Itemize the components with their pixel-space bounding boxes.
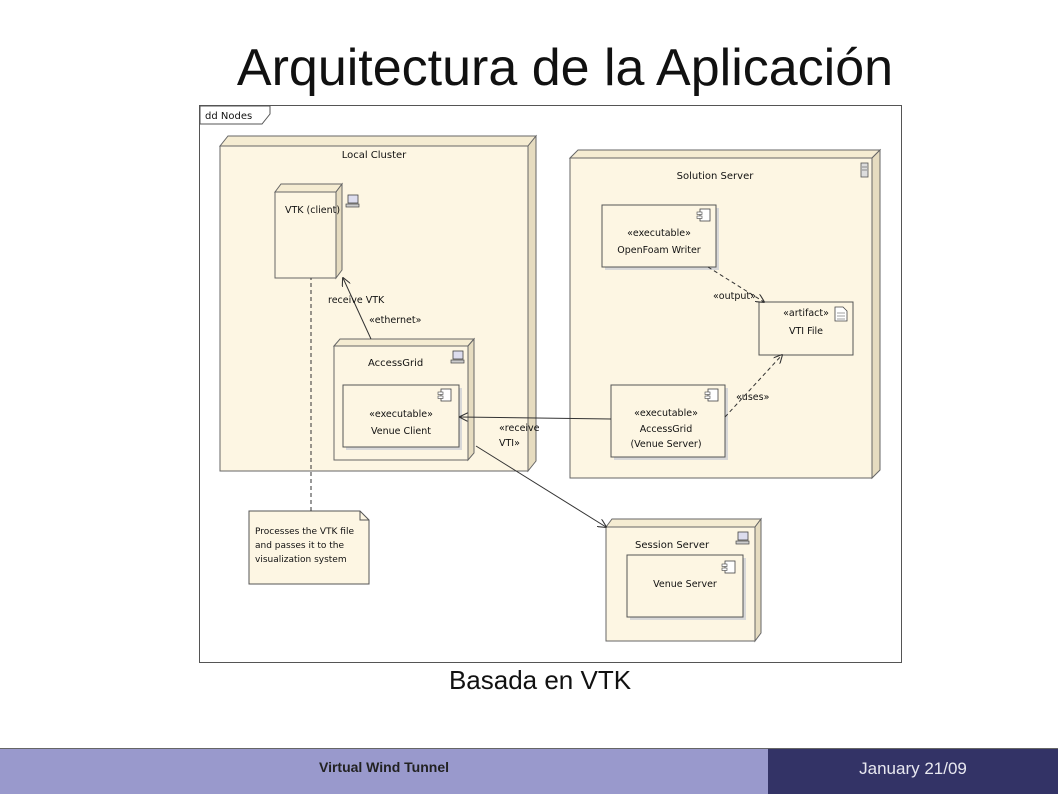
footer-right-bar: January 21/09: [768, 748, 1058, 794]
edge-output-label: «output»: [713, 291, 756, 302]
vtk-client-label: VTK (client): [285, 205, 340, 216]
footer-date: January 21/09: [859, 759, 967, 778]
slide-title: Arquitectura de la Aplicación: [236, 39, 894, 97]
computer-icon: [345, 194, 360, 208]
edge-uses-label: «uses»: [736, 392, 770, 403]
component-icon: [721, 560, 736, 574]
note-box: Processes the VTK file and passes it to …: [248, 510, 370, 585]
component-icon: [696, 208, 711, 222]
vti-file-stereotype: «artifact»: [783, 308, 829, 319]
note-line-2: and passes it to the: [255, 541, 345, 551]
component-accessgrid-venue-server[interactable]: «executable» AccessGrid (Venue Server): [610, 384, 728, 460]
document-icon: [834, 306, 848, 322]
footer-left-bar: Virtual Wind Tunnel: [0, 748, 768, 794]
edge-receive-vti-label-2: VTI»: [499, 438, 520, 449]
edge-receive-vtk-label: receive VTK: [328, 295, 385, 306]
edge-receive-vti: [460, 417, 612, 419]
server-icon: [860, 162, 869, 178]
note-line-1: Processes the VTK file: [255, 527, 354, 537]
component-openfoam-writer[interactable]: «executable» OpenFoam Writer: [601, 204, 719, 270]
venue-client-stereotype: «executable»: [369, 409, 433, 420]
diagram-canvas: dd Nodes Local Cluster Solution Server: [200, 106, 882, 643]
local-cluster-label: Local Cluster: [342, 150, 407, 161]
accessgrid-venue-name-2: (Venue Server): [630, 439, 701, 450]
frame-tab-label: dd Nodes: [205, 111, 252, 122]
vti-file-name: VTI File: [789, 326, 823, 337]
venue-client-name: Venue Client: [371, 426, 431, 437]
component-venue-server[interactable]: Venue Server: [626, 554, 746, 620]
footer-presentation-title: Virtual Wind Tunnel: [318, 759, 450, 775]
edge-client-session: [475, 445, 606, 527]
access-grid-label: AccessGrid: [368, 358, 423, 369]
artifact-vti-file[interactable]: «artifact» VTI File: [758, 301, 854, 356]
edge-receive-vtk: [343, 278, 372, 340]
openfoam-writer-stereotype: «executable»: [627, 228, 691, 239]
note-line-3: visualization system: [255, 555, 347, 565]
session-server-label: Session Server: [635, 540, 710, 551]
openfoam-writer-name: OpenFoam Writer: [617, 245, 700, 256]
component-venue-client[interactable]: «executable» Venue Client: [342, 384, 462, 450]
component-icon: [437, 388, 452, 402]
solution-server-label: Solution Server: [677, 171, 755, 182]
computer-icon: [735, 531, 750, 545]
accessgrid-venue-stereotype: «executable»: [634, 408, 698, 419]
computer-icon: [450, 350, 465, 364]
venue-server-name: Venue Server: [653, 579, 717, 590]
deployment-diagram: dd Nodes Local Cluster Solution Server: [199, 105, 902, 663]
edge-receive-vti-label-1: «receive: [499, 423, 540, 434]
node-vtk-client[interactable]: VTK (client): [274, 182, 360, 280]
edge-uses: [724, 355, 782, 418]
edge-ethernet-label: «ethernet»: [369, 315, 422, 326]
slide-caption: Basada en VTK: [448, 665, 632, 695]
accessgrid-venue-name-1: AccessGrid: [640, 424, 692, 435]
frame-tab: dd Nodes: [200, 106, 271, 125]
component-icon: [704, 388, 719, 402]
